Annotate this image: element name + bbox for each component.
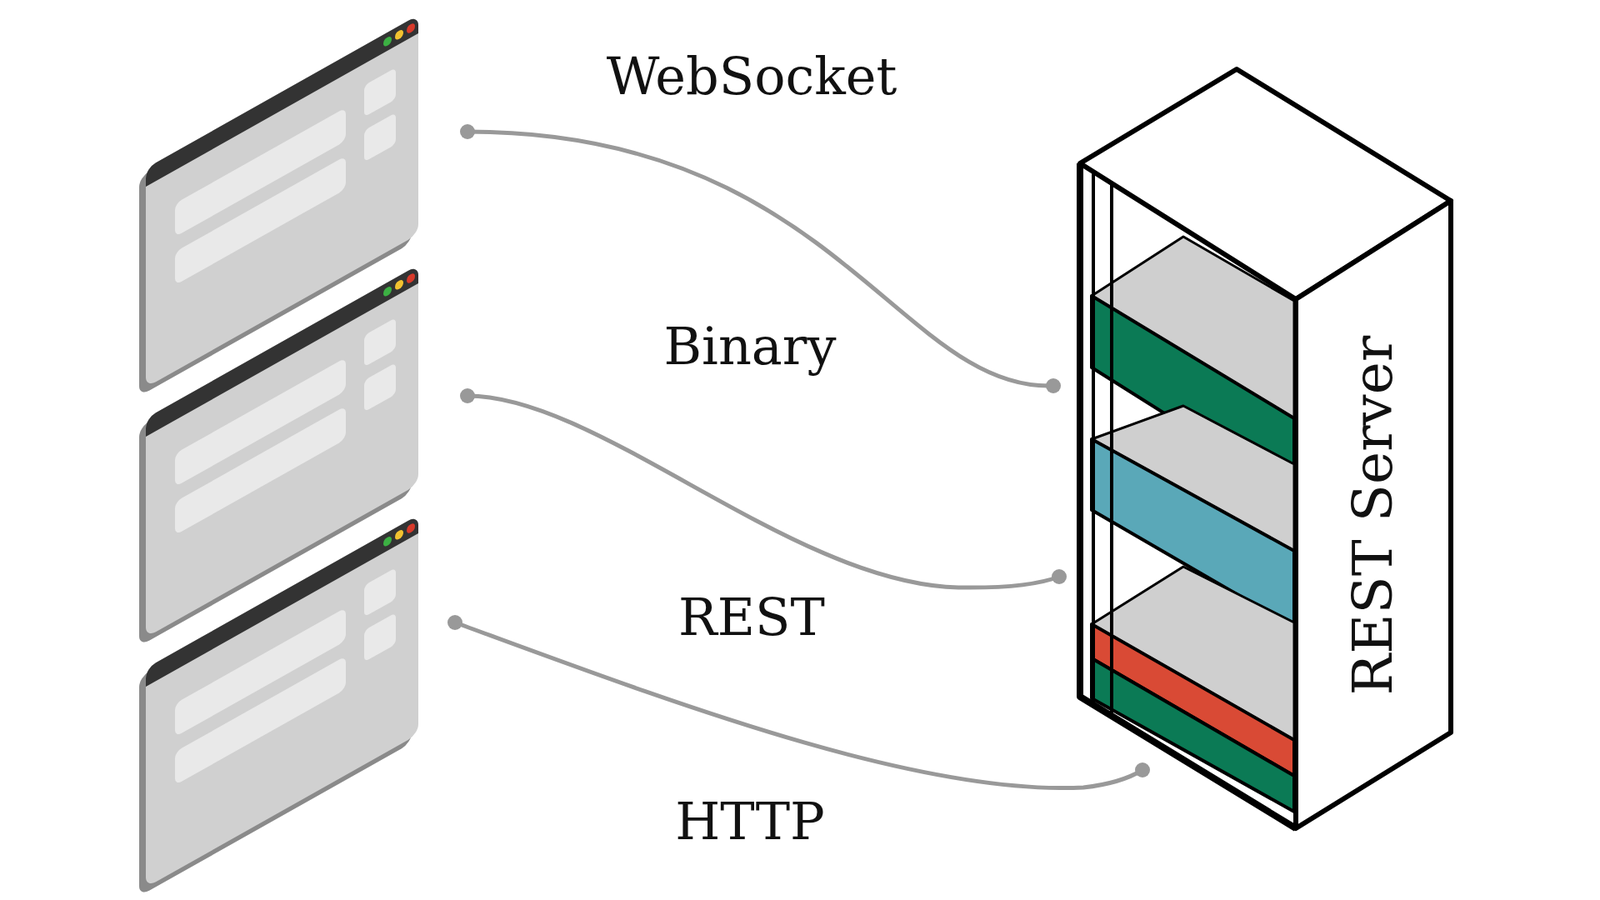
protocol-label: WebSocket: [601, 46, 903, 106]
connection-dot: [1051, 569, 1067, 585]
server-face: REST Server: [1295, 200, 1451, 829]
connection-dot: [1135, 762, 1150, 778]
browser-window: [139, 515, 419, 897]
connection-dot: [460, 124, 475, 140]
connection-dot: [447, 615, 463, 630]
protocol-label: Binary: [659, 316, 842, 376]
protocol-label: HTTP: [670, 791, 830, 851]
server-label: REST Server: [1345, 335, 1401, 695]
connection-dot: [460, 388, 475, 404]
connection-curve: [467, 395, 1060, 588]
server-rack: [1080, 69, 1451, 829]
connection-curve: [467, 131, 1054, 386]
protocol-label: REST: [673, 587, 830, 647]
connection-dot: [1045, 378, 1061, 394]
connection-curve: [455, 622, 1143, 789]
